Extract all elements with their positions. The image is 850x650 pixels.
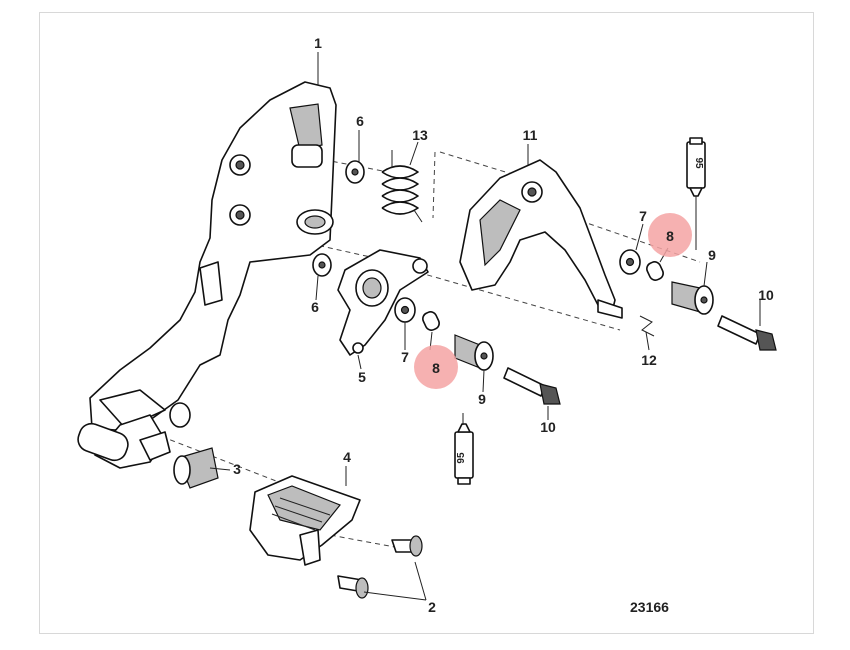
callout-8-right: 8 — [666, 228, 674, 244]
part-1-bracket — [77, 81, 337, 469]
callout-9-right: 9 — [708, 247, 716, 263]
callout-7-left: 7 — [401, 349, 409, 365]
callout-9-left: 9 — [478, 391, 486, 407]
part-6-washers — [312, 160, 365, 277]
part-11-arm — [459, 159, 623, 319]
callout-6-bottom: 6 — [311, 299, 319, 315]
highlight-circle-8-left — [414, 345, 458, 389]
callout-12: 12 — [641, 352, 657, 368]
callout-1: 1 — [314, 35, 322, 51]
part-3-bushing — [173, 447, 219, 489]
callout-10-right: 10 — [758, 287, 774, 303]
part-8-clips — [422, 261, 664, 331]
tube-label-95-bottom: 95 — [456, 452, 467, 464]
callout-4: 4 — [343, 449, 351, 465]
part-5-lever — [337, 249, 429, 356]
callout-labels: 1 6 13 11 7 8 9 10 12 6 5 7 8 9 10 3 4 2 — [233, 35, 774, 615]
lubricant-tube-bottom: 95 — [454, 423, 474, 485]
callout-5: 5 — [358, 369, 366, 385]
callout-8-left: 8 — [432, 360, 440, 376]
part-9-bushings — [454, 281, 714, 371]
callout-10-left: 10 — [540, 419, 556, 435]
part-7-washers — [394, 249, 641, 323]
callout-11: 11 — [523, 127, 538, 143]
lubricant-tube-top: 95 — [686, 137, 706, 197]
leader-lines — [209, 52, 761, 601]
figure-id: 23166 — [630, 599, 669, 615]
callout-7-right: 7 — [639, 208, 647, 224]
part-10-bolts — [503, 315, 777, 405]
callout-13: 13 — [412, 127, 428, 143]
callout-3: 3 — [233, 461, 241, 477]
tube-label-95-top: 95 — [693, 157, 704, 169]
part-2-screws — [337, 535, 423, 599]
highlight-circle-8-right — [648, 213, 692, 257]
callout-2: 2 — [428, 599, 436, 615]
part-4-cover — [249, 475, 361, 566]
part-12-clip — [639, 315, 655, 337]
callout-6-top: 6 — [356, 113, 364, 129]
part-13-spring — [381, 150, 423, 223]
